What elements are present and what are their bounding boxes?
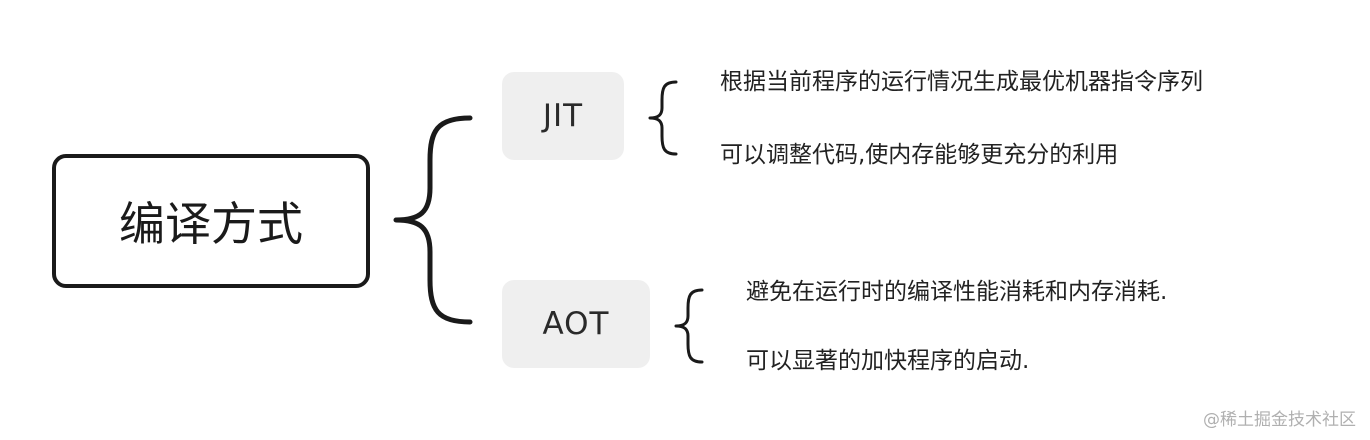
- branch-label-aot: AOT: [542, 306, 610, 342]
- branch-node-jit: JIT: [502, 72, 624, 160]
- root-node: 编译方式: [52, 154, 370, 288]
- leaf-jit-1: 根据当前程序的运行情况生成最优机器指令序列: [720, 69, 1203, 95]
- leaf-aot-1: 避免在运行时的编译性能消耗和内存消耗.: [746, 279, 1168, 305]
- root-brace: [393, 115, 473, 325]
- aot-brace: [674, 288, 704, 364]
- branch-label-jit: JIT: [542, 98, 584, 134]
- leaf-aot-2: 可以显著的加快程序的启动.: [746, 348, 1030, 374]
- leaf-jit-2: 可以调整代码,使内存能够更充分的利用: [720, 142, 1119, 168]
- branch-node-aot: AOT: [502, 280, 650, 368]
- jit-brace: [648, 80, 678, 156]
- root-label: 编译方式: [119, 197, 303, 251]
- watermark: @稀土掘金技术社区: [1203, 410, 1356, 430]
